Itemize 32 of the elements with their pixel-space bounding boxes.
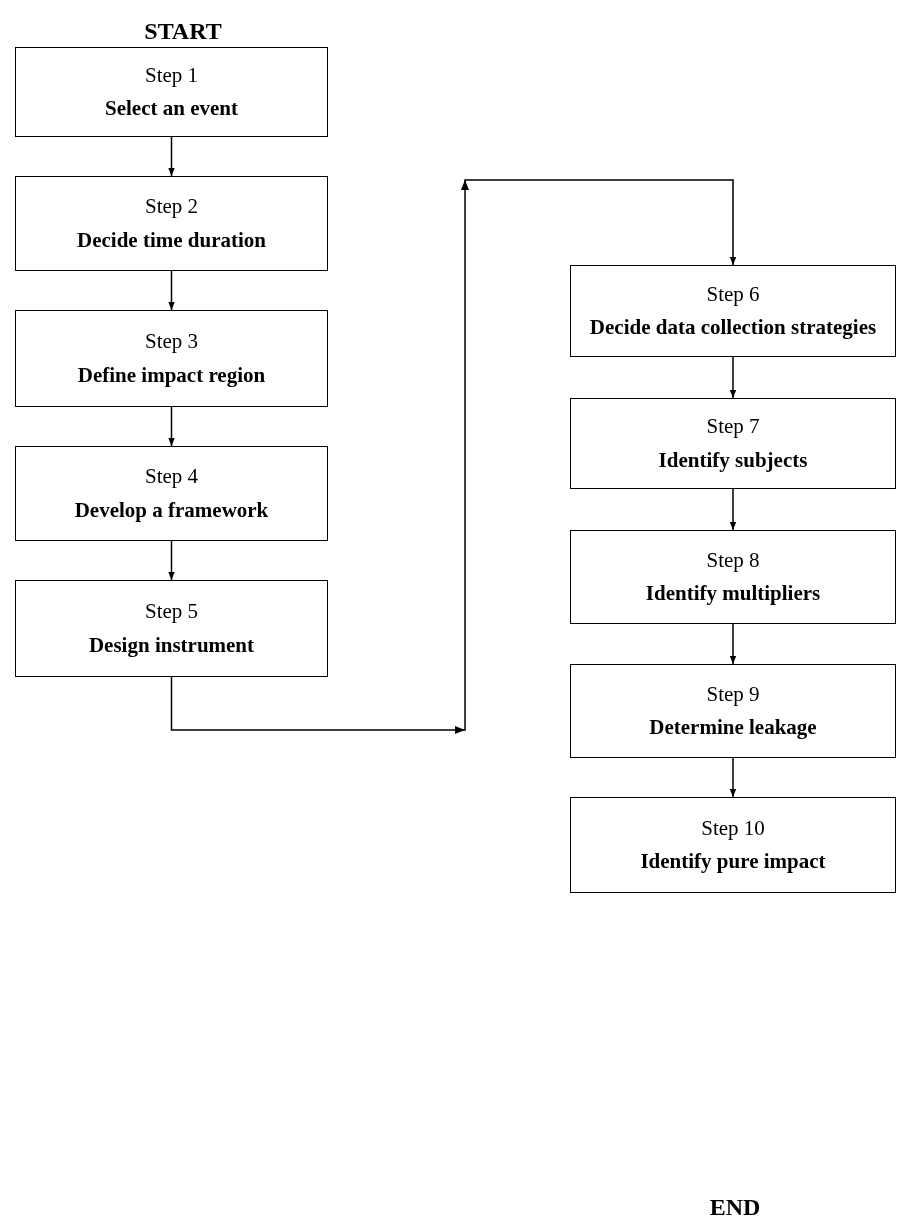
process-box [570, 398, 896, 489]
step-number: Step 3 [144, 330, 199, 354]
step-title: Identify pure impact [640, 850, 826, 874]
process-box [15, 580, 328, 677]
step-title: Decide data collection strategies [589, 316, 877, 340]
process-box [15, 47, 328, 137]
end-label: END [709, 1194, 761, 1221]
step-title: Develop a framework [74, 498, 269, 522]
step-number: Step 2 [144, 195, 199, 219]
start-label: START [144, 18, 222, 45]
step-title: Identify multipliers [645, 582, 821, 606]
step-number: Step 8 [706, 548, 760, 572]
step-title: Define impact region [77, 363, 266, 387]
process-box [15, 446, 328, 541]
step-number: Step 1 [144, 63, 199, 87]
step-title: Select an event [105, 97, 238, 121]
step-number: Step 5 [144, 600, 199, 624]
process-box [15, 310, 328, 407]
process-box [15, 176, 328, 271]
step-title: Identify subjects [658, 448, 808, 472]
step-number: Step 6 [706, 282, 760, 306]
process-box [570, 265, 896, 357]
step-number: Step 10 [701, 816, 765, 840]
step-title: Decide time duration [77, 228, 266, 252]
step-title: Design instrument [88, 633, 255, 657]
step-number: Step 7 [706, 415, 760, 439]
step-number: Step 4 [144, 465, 199, 489]
step-title: Determine leakage [649, 716, 817, 740]
process-box [570, 664, 896, 758]
step-number: Step 9 [706, 682, 760, 706]
process-box [570, 797, 896, 893]
process-box [570, 530, 896, 624]
